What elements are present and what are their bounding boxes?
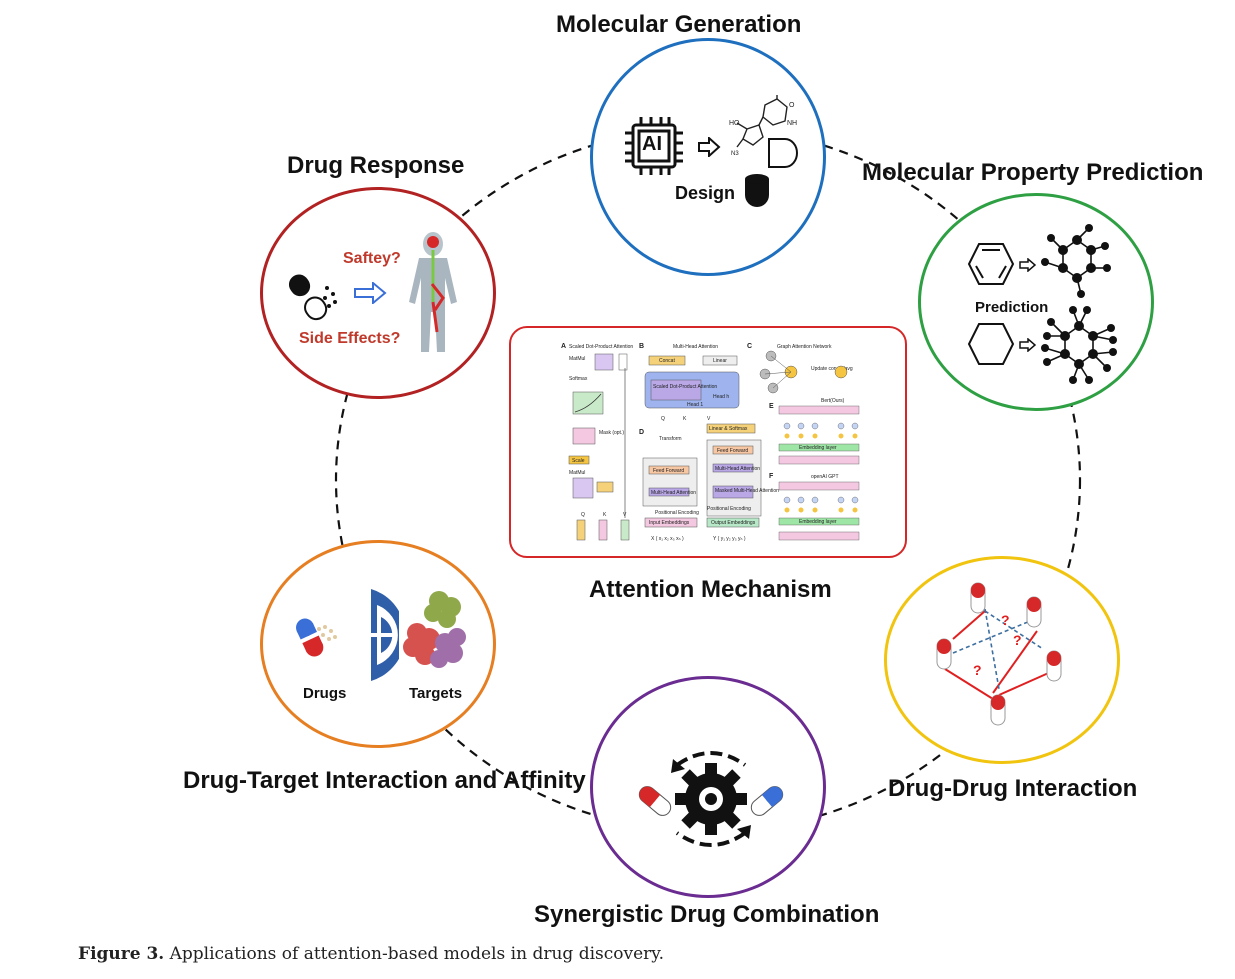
svg-text:X ( x₁ x₂ x₃ xₙ ): X ( x₁ x₂ x₃ xₙ ) [651, 536, 684, 542]
panel-c-title: Graph Attention Network [777, 344, 832, 350]
svg-text:O: O [789, 102, 795, 109]
drugs-text: Drugs [303, 685, 347, 702]
pos-enc-dec: Positional Encoding [707, 506, 751, 512]
label-drug-response: Drug Response [287, 152, 465, 179]
ai-chip-text: AI [642, 133, 662, 155]
small-arrow-icon [1019, 338, 1037, 352]
outline-arrow-icon [354, 282, 387, 304]
caption-label: Figure 3. [78, 944, 165, 964]
figure-caption: Figure 3. Applications of attention-base… [78, 944, 664, 964]
pill-icon [296, 618, 324, 657]
feed-forward-dec: Feed Forward [717, 448, 748, 454]
mask-label: Mask (opt.) [599, 430, 624, 436]
linear-softmax-label: Linear & Softmax [709, 426, 748, 432]
svg-text:V: V [707, 416, 711, 422]
embedding-layer-f: Embedding layer [799, 519, 837, 525]
ball-stick-molecule-icon [1041, 224, 1111, 298]
panel-d-title: Transform [659, 436, 682, 442]
panel-e-letter: E [769, 403, 774, 410]
svg-text:HO: HO [729, 120, 740, 127]
masked-mha-dec: Masked Multi-Head Attention [715, 488, 779, 494]
circle-drug-response: Saftey? Side Effects? [260, 187, 496, 399]
softmax-label: Softmax [569, 376, 588, 382]
cyclohexane-icon [967, 323, 1015, 365]
targets-text: Targets [409, 685, 463, 702]
linear-label: Linear [713, 358, 727, 364]
label-synergistic: Synergistic Drug Combination [534, 901, 880, 928]
svg-text:Q: Q [581, 512, 585, 518]
small-arrow-icon [1019, 258, 1037, 272]
feed-forward-enc: Feed Forward [653, 468, 684, 474]
human-body-icon [409, 232, 457, 352]
capsule-icon [745, 138, 798, 207]
prediction-text: Prediction [975, 299, 1049, 316]
side-effects-text: Side Effects? [299, 330, 401, 347]
svg-text:?: ? [973, 662, 982, 678]
circle-drug-drug: ??? [884, 556, 1120, 764]
svg-text:NH: NH [787, 120, 797, 127]
safety-text: Saftey? [343, 250, 401, 267]
circle-molecular-generation: AI HO O NH N3 Design [590, 38, 826, 276]
panel-a-title: Scaled Dot-Product Attention [569, 344, 633, 350]
scale-label: Scale [572, 458, 585, 464]
panel-b-letter: B [639, 343, 644, 350]
drug-interaction-network: ??? [936, 582, 1062, 726]
mha-dec: Multi-Head Attention [715, 466, 760, 472]
svg-text:Y ( y₁ y₂ y₃ yₙ ): Y ( y₁ y₂ y₃ yₙ ) [713, 536, 746, 542]
matmul-top: MatMul [569, 356, 585, 362]
molecule-structure-icon: HO O NH N3 [729, 95, 797, 157]
head-1-label: Head 1 [687, 402, 703, 408]
outline-arrow-icon [698, 137, 721, 157]
svg-text:K: K [683, 416, 687, 422]
gear-cycle-icon [638, 751, 784, 847]
svg-text:N3: N3 [731, 151, 739, 157]
design-text: Design [675, 183, 736, 203]
label-molecular-generation: Molecular Generation [556, 11, 802, 38]
circle-molecular-property: Prediction [918, 193, 1154, 411]
panel-e-title: Bert(Ours) [821, 398, 845, 404]
pill-scatter-icon [289, 274, 337, 321]
circle-synergistic [590, 676, 826, 898]
attention-architecture-figure: A Scaled Dot-Product Attention MatMul So… [561, 343, 860, 542]
input-emb-label: Input Embeddings [649, 520, 690, 526]
panel-f-letter: F [769, 473, 774, 480]
concat-label: Concat [659, 358, 675, 364]
label-attention-mechanism: Attention Mechanism [589, 576, 832, 603]
target-icon [343, 589, 399, 681]
panel-a-letter: A [561, 343, 566, 350]
matmul-bottom: MatMul [569, 470, 585, 476]
label-molecular-property-prediction: Molecular Property Prediction [862, 159, 1204, 186]
svg-text:Q: Q [661, 416, 665, 422]
label-drug-drug: Drug-Drug Interaction [888, 775, 1138, 802]
circle-drug-target: Drugs Targets [260, 540, 496, 748]
panel-b-title: Multi-Head Attention [673, 344, 718, 350]
head-h-label: Head h [713, 394, 729, 400]
update-label: Update concat/avg [811, 366, 853, 372]
label-drug-target: Drug-Target Interaction and Affinity [183, 767, 586, 794]
svg-text:?: ? [1001, 612, 1010, 628]
mha-enc: Multi-Head Attention [651, 490, 696, 496]
ai-chip-icon [625, 117, 683, 175]
caption-text: Applications of attention-based models i… [164, 944, 665, 964]
svg-text:?: ? [1013, 632, 1022, 648]
ball-stick-molecule-icon [1041, 306, 1117, 384]
pos-enc-enc: Positional Encoding [655, 510, 699, 516]
benzene-icon [967, 243, 1015, 285]
protein-structure-icon [403, 591, 466, 668]
panel-d-letter: D [639, 429, 644, 436]
svg-text:K: K [603, 512, 607, 518]
particles-icon [317, 625, 337, 641]
embedding-layer-e: Embedding layer [799, 445, 837, 451]
panel-c-letter: C [747, 343, 752, 350]
output-emb-label: Output Embeddings [711, 520, 756, 526]
scaled-dot-label: Scaled Dot-Product Attention [653, 384, 717, 390]
attention-panel: A Scaled Dot-Product Attention MatMul So… [509, 326, 907, 558]
panel-f-title: openAI GPT [811, 474, 839, 480]
